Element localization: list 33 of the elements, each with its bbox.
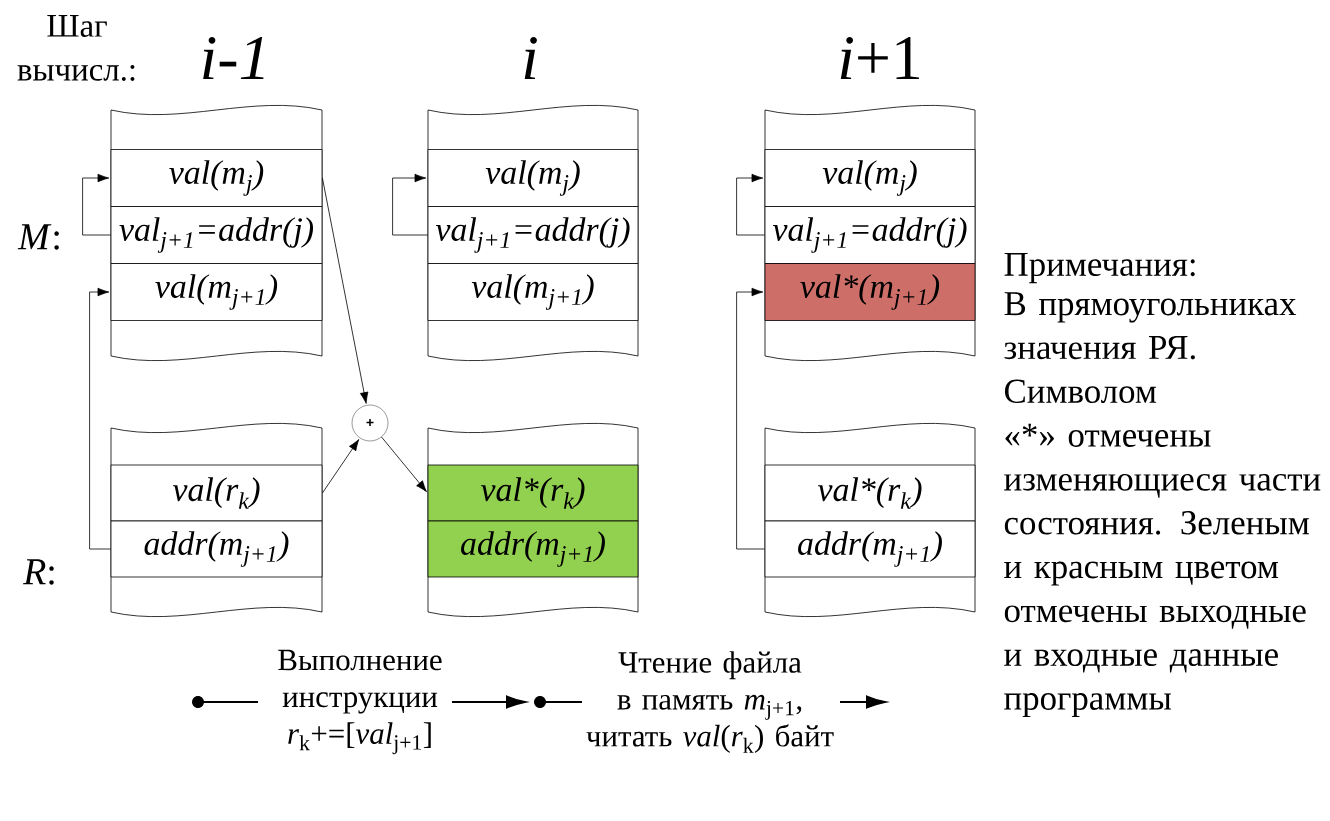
arrow: [322, 177, 369, 404]
note-text: В прямоугольниках значения РЯ. Символом «*» отмечены изменяющиеся части состояния. Зеленым и красным цветом отмечены выходные и входные данные программы: [1004, 292, 1321, 717]
memory-cell: val$_{j+1}$=addr(j): [110, 206, 323, 264]
memory-cell: val*(r$_{k}$): [427, 464, 639, 522]
timeline-label: Выполнение инструкции r$_{k}$+=[val$_{j+1}$]: [278, 649, 442, 755]
arrow: [392, 173, 428, 236]
step-number: i+1: [840, 36, 919, 80]
memory-cell: val*(r$_{k}$): [764, 464, 976, 522]
memory-cell: addr(m$_{j+1}$): [427, 520, 639, 578]
memory-cell: val*(m$_{j+1}$): [764, 263, 976, 321]
memory-cell: val(m$_{j+1}$): [427, 263, 639, 321]
arrow: [736, 173, 765, 236]
arrow: [381, 436, 427, 493]
arrow: [322, 439, 360, 494]
memory-cell: val(m$_{j+1}$): [110, 263, 323, 321]
step-caption: Шаг вычисл.:: [17, 15, 135, 81]
memory-cell: val(m$_{j}$): [110, 149, 323, 207]
memory-cell: val$_{j+1}$=addr(j): [427, 206, 639, 264]
memory-cell: val(m$_{j}$): [764, 149, 976, 207]
memory-cell: addr(m$_{j+1}$): [764, 520, 976, 578]
memory-cell: val(m$_{j}$): [427, 149, 639, 207]
row-label: M:: [17, 224, 59, 250]
step-number: i: [524, 36, 537, 80]
memory-cell: addr(m$_{j+1}$): [110, 520, 323, 578]
note-heading: Примечания:: [1004, 252, 1195, 284]
step-number: i-1: [203, 36, 264, 80]
arrow: [89, 287, 111, 550]
timeline-label: Чтение файла в память m$_{j+1}$, читать val(r$_{k}$) байт: [586, 651, 834, 753]
arrow: [736, 287, 765, 550]
row-label: R:: [23, 559, 54, 585]
memory-cell: val$_{j+1}$=addr(j): [764, 206, 976, 264]
memory-cell: val(r$_{k}$): [110, 464, 323, 522]
arrow: [82, 173, 111, 236]
